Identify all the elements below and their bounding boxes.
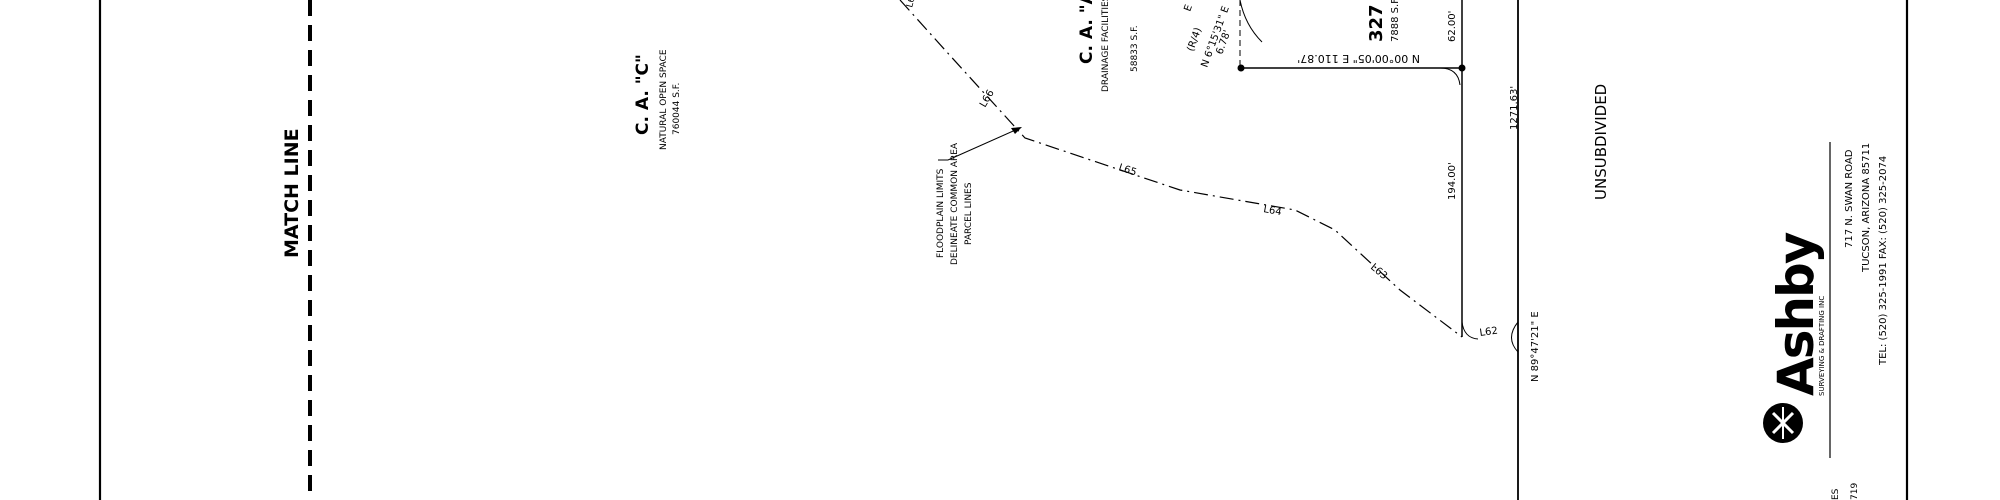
floodplain-note-line-3: PARCEL LINES <box>964 182 974 245</box>
lot-area: 7888 S.F. <box>1390 0 1401 42</box>
floodplain-note-line-2: DELINEATE COMMON AREA <box>950 142 960 265</box>
common-area-c-name: C. A. "C" <box>633 54 653 135</box>
firm-name: Ashby <box>1767 232 1825 396</box>
line-label-l62: L62 <box>1479 326 1499 339</box>
line-label-l6x: L6 <box>905 0 918 9</box>
common-area-a-use: DRAINAGE FACILITIES <box>1101 0 1111 92</box>
dim-1271: 1271.63' <box>1509 86 1520 130</box>
corner-point-west <box>1237 64 1245 72</box>
line-label-l63: L63 <box>1368 262 1389 282</box>
firm-title-block: Ashby SURVEYING & DRAFTING INC 717 N. SW… <box>1763 142 1889 458</box>
unsubdivided-label: UNSUBDIVIDED <box>1592 84 1610 200</box>
curve-label-r: (R/4) <box>1185 26 1204 53</box>
common-area-a-name: C. A. "A" <box>1077 0 1097 64</box>
firm-phone: TEL: (520) 325-1991 FAX: (520) 325-2074 <box>1878 156 1889 366</box>
common-area-a-area: 58833 S.F. <box>1130 25 1140 72</box>
lot-number: 327 <box>1366 4 1387 42</box>
curve-label-e: E <box>1182 3 1195 13</box>
ashby-logo-icon <box>1763 403 1803 443</box>
common-area-a-label: C. A. "A" DRAINAGE FACILITIES 58833 S.F. <box>1077 0 1140 92</box>
floodplain-line <box>899 0 1463 338</box>
firm-address-1: 717 N. SWAN ROAD <box>1844 149 1855 248</box>
line-label-l66: L66 <box>978 88 997 109</box>
common-area-c-area: 760044 S.F. <box>672 83 682 135</box>
curve-arc <box>1239 0 1263 43</box>
bearing-east: N 89°47'21" E <box>1530 311 1541 382</box>
row-arc <box>1511 321 1519 353</box>
leader-arrowhead <box>1011 127 1022 134</box>
lot-327-label: 327 7888 S.F. <box>1366 0 1401 42</box>
floodplain-note: FLOODPLAIN LIMITS DELINEATE COMMON AREA … <box>936 127 1022 265</box>
corner-point-east <box>1458 64 1466 72</box>
floodplain-leader <box>947 127 1021 161</box>
common-area-c-use: NATURAL OPEN SPACE <box>659 49 669 150</box>
line-label-l64: L64 <box>1262 204 1282 218</box>
edge-fragment-2: 719 <box>1850 483 1860 500</box>
firm-subtitle: SURVEYING & DRAFTING INC <box>1818 296 1826 396</box>
firm-address-2: TUCSON, ARIZONA 85711 <box>1861 143 1872 273</box>
edge-fragment-1: ES <box>1831 488 1841 500</box>
dim-194: 194.00' <box>1447 162 1458 200</box>
bearing-north-line: N 00°00'05" E 110.87' <box>1297 52 1420 65</box>
common-area-c-label: C. A. "C" NATURAL OPEN SPACE 760044 S.F. <box>633 49 682 150</box>
dim-62: 62.00' <box>1447 11 1458 42</box>
match-line-label: MATCH LINE <box>281 128 303 258</box>
arrow-bend-south <box>1461 321 1479 340</box>
floodplain-note-line-1: FLOODPLAIN LIMITS <box>936 168 946 258</box>
line-label-l65: L65 <box>1117 162 1138 178</box>
arrow-bend-north <box>1439 67 1461 86</box>
